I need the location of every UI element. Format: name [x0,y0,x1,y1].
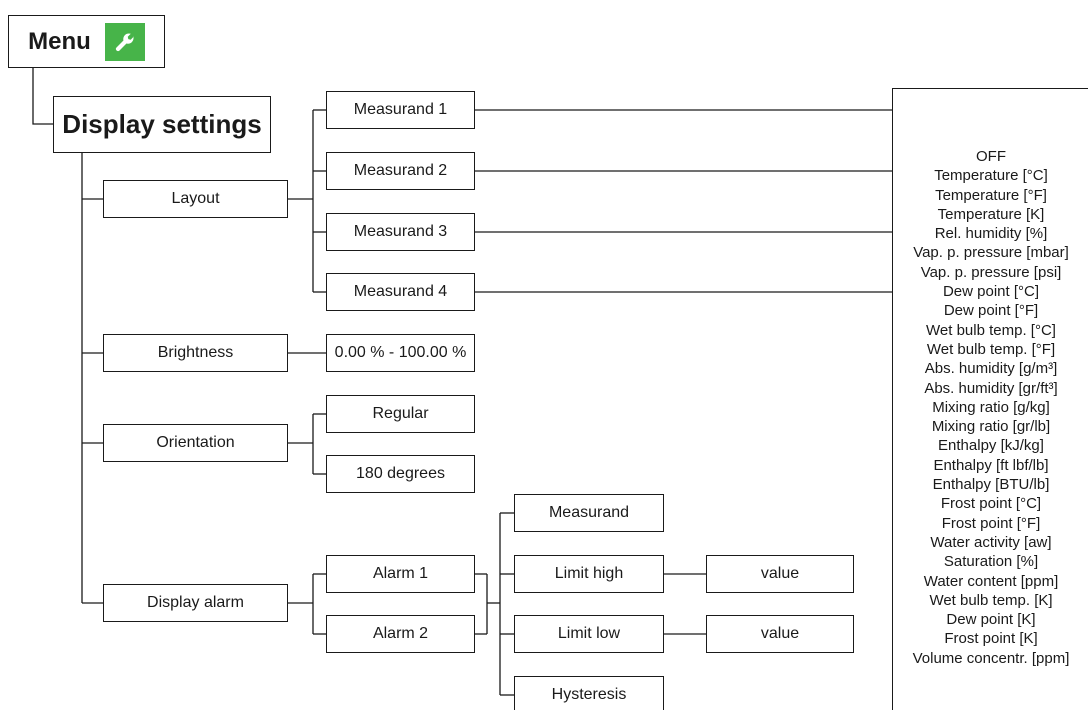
measurand-option[interactable]: Dew point [°F] [943,302,1039,320]
brightness-node[interactable]: Brightness [103,334,288,372]
limit-low-node[interactable]: Limit low [514,615,664,653]
measurand-option[interactable]: Enthalpy [ft lbf/lb] [933,456,1049,474]
measurand-option[interactable]: Rel. humidity [%] [934,225,1048,243]
display-settings-label: Display settings [62,109,262,139]
measurand-3-node[interactable]: Measurand 3 [326,213,475,251]
measurand-option[interactable]: Wet bulb temp. [K] [929,591,1053,609]
orientation-regular-node[interactable]: Regular [326,395,475,433]
measurand-option[interactable]: Enthalpy [BTU/lb] [932,476,1050,494]
menu-label: Menu [28,27,91,55]
measurand-option[interactable]: Dew point [K] [946,611,1036,629]
measurand-option[interactable]: Temperature [°C] [934,167,1048,185]
orientation-node[interactable]: Orientation [103,424,288,462]
measurand-option[interactable]: OFF [976,148,1006,165]
measurand-option[interactable]: Wet bulb temp. [°F] [926,340,1056,358]
measurand-option[interactable]: Volume concentr. [ppm] [912,649,1070,667]
measurand-option[interactable]: Vap. p. pressure [mbar] [913,244,1069,262]
measurand-4-node[interactable]: Measurand 4 [326,273,475,311]
measurand-option[interactable]: Dew point [°C] [942,283,1040,301]
measurand-option[interactable]: Abs. humidity [gr/ft³] [924,379,1058,397]
measurand-2-node[interactable]: Measurand 2 [326,152,475,190]
measurand-option[interactable]: Mixing ratio [g/kg] [932,398,1050,416]
measurand-option[interactable]: Water activity [aw] [930,533,1052,551]
wrench-icon [104,22,145,61]
alarm-measurand-node[interactable]: Measurand [514,494,664,532]
measurand-option[interactable]: Frost point [°C] [940,495,1042,513]
alarm-1-node[interactable]: Alarm 1 [326,555,475,593]
limit-high-value-node[interactable]: value [706,555,854,593]
measurand-option[interactable]: Wet bulb temp. [°C] [926,321,1056,339]
measurand-option[interactable]: Temperature [K] [937,205,1045,223]
measurand-options-list: OFF Temperature [°C]Temperature [°F]Tempe… [893,147,1088,668]
alarm-2-node[interactable]: Alarm 2 [326,615,475,653]
measurand-option[interactable]: Vap. p. pressure [psi] [920,263,1062,281]
hysteresis-node[interactable]: Hysteresis [514,676,664,710]
brightness-range-node[interactable]: 0.00 % - 100.00 % [326,334,475,372]
display-alarm-node[interactable]: Display alarm [103,584,288,622]
menu-root-node[interactable]: Menu [8,15,165,68]
limit-high-node[interactable]: Limit high [514,555,664,593]
layout-node[interactable]: Layout [103,180,288,218]
limit-low-value-node[interactable]: value [706,615,854,653]
measurand-option[interactable]: Frost point [°F] [941,514,1041,532]
display-settings-node[interactable]: Display settings [53,96,271,153]
measurand-option[interactable]: Water content [ppm] [923,572,1059,590]
measurand-option[interactable]: Enthalpy [kJ/kg] [938,437,1044,455]
measurand-option[interactable]: Frost point [K] [944,630,1038,648]
measurand-option[interactable]: Mixing ratio [gr/lb] [931,418,1051,436]
measurand-option[interactable]: Abs. humidity [g/m³] [924,360,1058,378]
orientation-180-node[interactable]: 180 degrees [326,455,475,493]
measurand-option[interactable]: Temperature [°F] [935,186,1047,204]
measurand-1-node[interactable]: Measurand 1 [326,91,475,129]
measurand-options-panel: OFF Temperature [°C]Temperature [°F]Tempe… [892,88,1088,710]
measurand-option[interactable]: Saturation [%] [943,553,1039,571]
